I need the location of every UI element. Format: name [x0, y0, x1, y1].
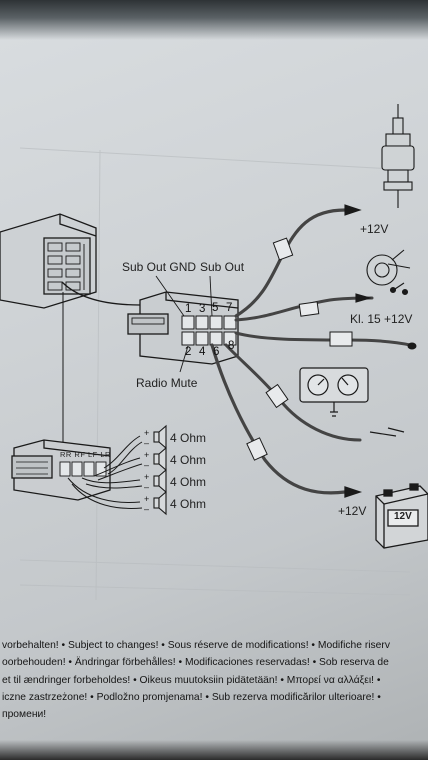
label-plus12v-battery: +12V — [338, 504, 367, 518]
speaker-polarity: +– +– +– +– — [144, 428, 149, 514]
pin-number: 8 — [228, 340, 235, 352]
speaker-impedance: 4 Ohm — [170, 497, 207, 511]
photo-shadow-top — [0, 0, 428, 40]
pin-number: 5 — [212, 302, 219, 314]
amp-channel-labels: RR RF LF LR — [60, 450, 111, 459]
speaker-impedance: 4 Ohm — [170, 475, 207, 489]
footer-notice: vorbehalten! • Subject to changes! • Sou… — [2, 637, 428, 723]
pin-number: 6 — [213, 346, 220, 358]
svg-text:–: – — [144, 460, 149, 470]
ignition-key — [355, 249, 411, 303]
radio-head-unit — [0, 213, 141, 309]
battery — [344, 483, 428, 549]
label-sub-out: Sub Out — [200, 260, 245, 274]
footer-line: vorbehalten! • Subject to changes! • Sou… — [2, 640, 390, 651]
footer-line: et til ændringer forbeholdes! • Oikeus m… — [2, 674, 381, 686]
show-through-table — [19, 147, 411, 601]
battery-face-label: 12V — [394, 511, 412, 522]
label-plus12v-antenna: +12V — [360, 222, 389, 236]
speaker-impedance: 4 Ohm — [170, 453, 207, 467]
speaker-impedance: 4 Ohm — [170, 431, 207, 445]
footer-line: iczne zastrzeżone! • Podložno promjenama… — [2, 691, 381, 703]
label-radio-mute: Radio Mute — [136, 376, 198, 390]
svg-text:–: – — [144, 504, 149, 514]
photo-shadow-bottom — [0, 740, 428, 760]
cables — [210, 208, 412, 495]
antenna — [344, 104, 415, 216]
amplifier — [11, 439, 111, 501]
svg-text:–: – — [144, 482, 149, 492]
label-kl15: Kl. 15 +12V — [350, 312, 413, 326]
svg-text:+: + — [144, 450, 149, 460]
pin-number: 7 — [226, 302, 233, 314]
footer-line: oorbehouden! • Ändringar förbehålles! • … — [2, 657, 389, 669]
display-panel — [299, 367, 405, 437]
pin-number: 4 — [199, 346, 206, 358]
label-sub-out-gnd: Sub Out GND — [122, 260, 197, 274]
speaker-symbols — [153, 424, 167, 516]
svg-text:–: – — [144, 438, 149, 448]
svg-text:+: + — [144, 494, 149, 504]
speaker-wires — [67, 435, 143, 509]
pin-number: 3 — [199, 303, 206, 315]
footer-line: промени! — [2, 709, 47, 721]
label-leaders — [155, 275, 213, 373]
svg-text:+: + — [144, 472, 149, 482]
pin-number: 2 — [185, 346, 192, 358]
inline-connectors — [246, 237, 353, 461]
pin-number: 1 — [185, 303, 192, 315]
svg-text:+: + — [144, 428, 149, 438]
ground-terminal — [407, 342, 417, 350]
adapter-box — [127, 291, 239, 365]
